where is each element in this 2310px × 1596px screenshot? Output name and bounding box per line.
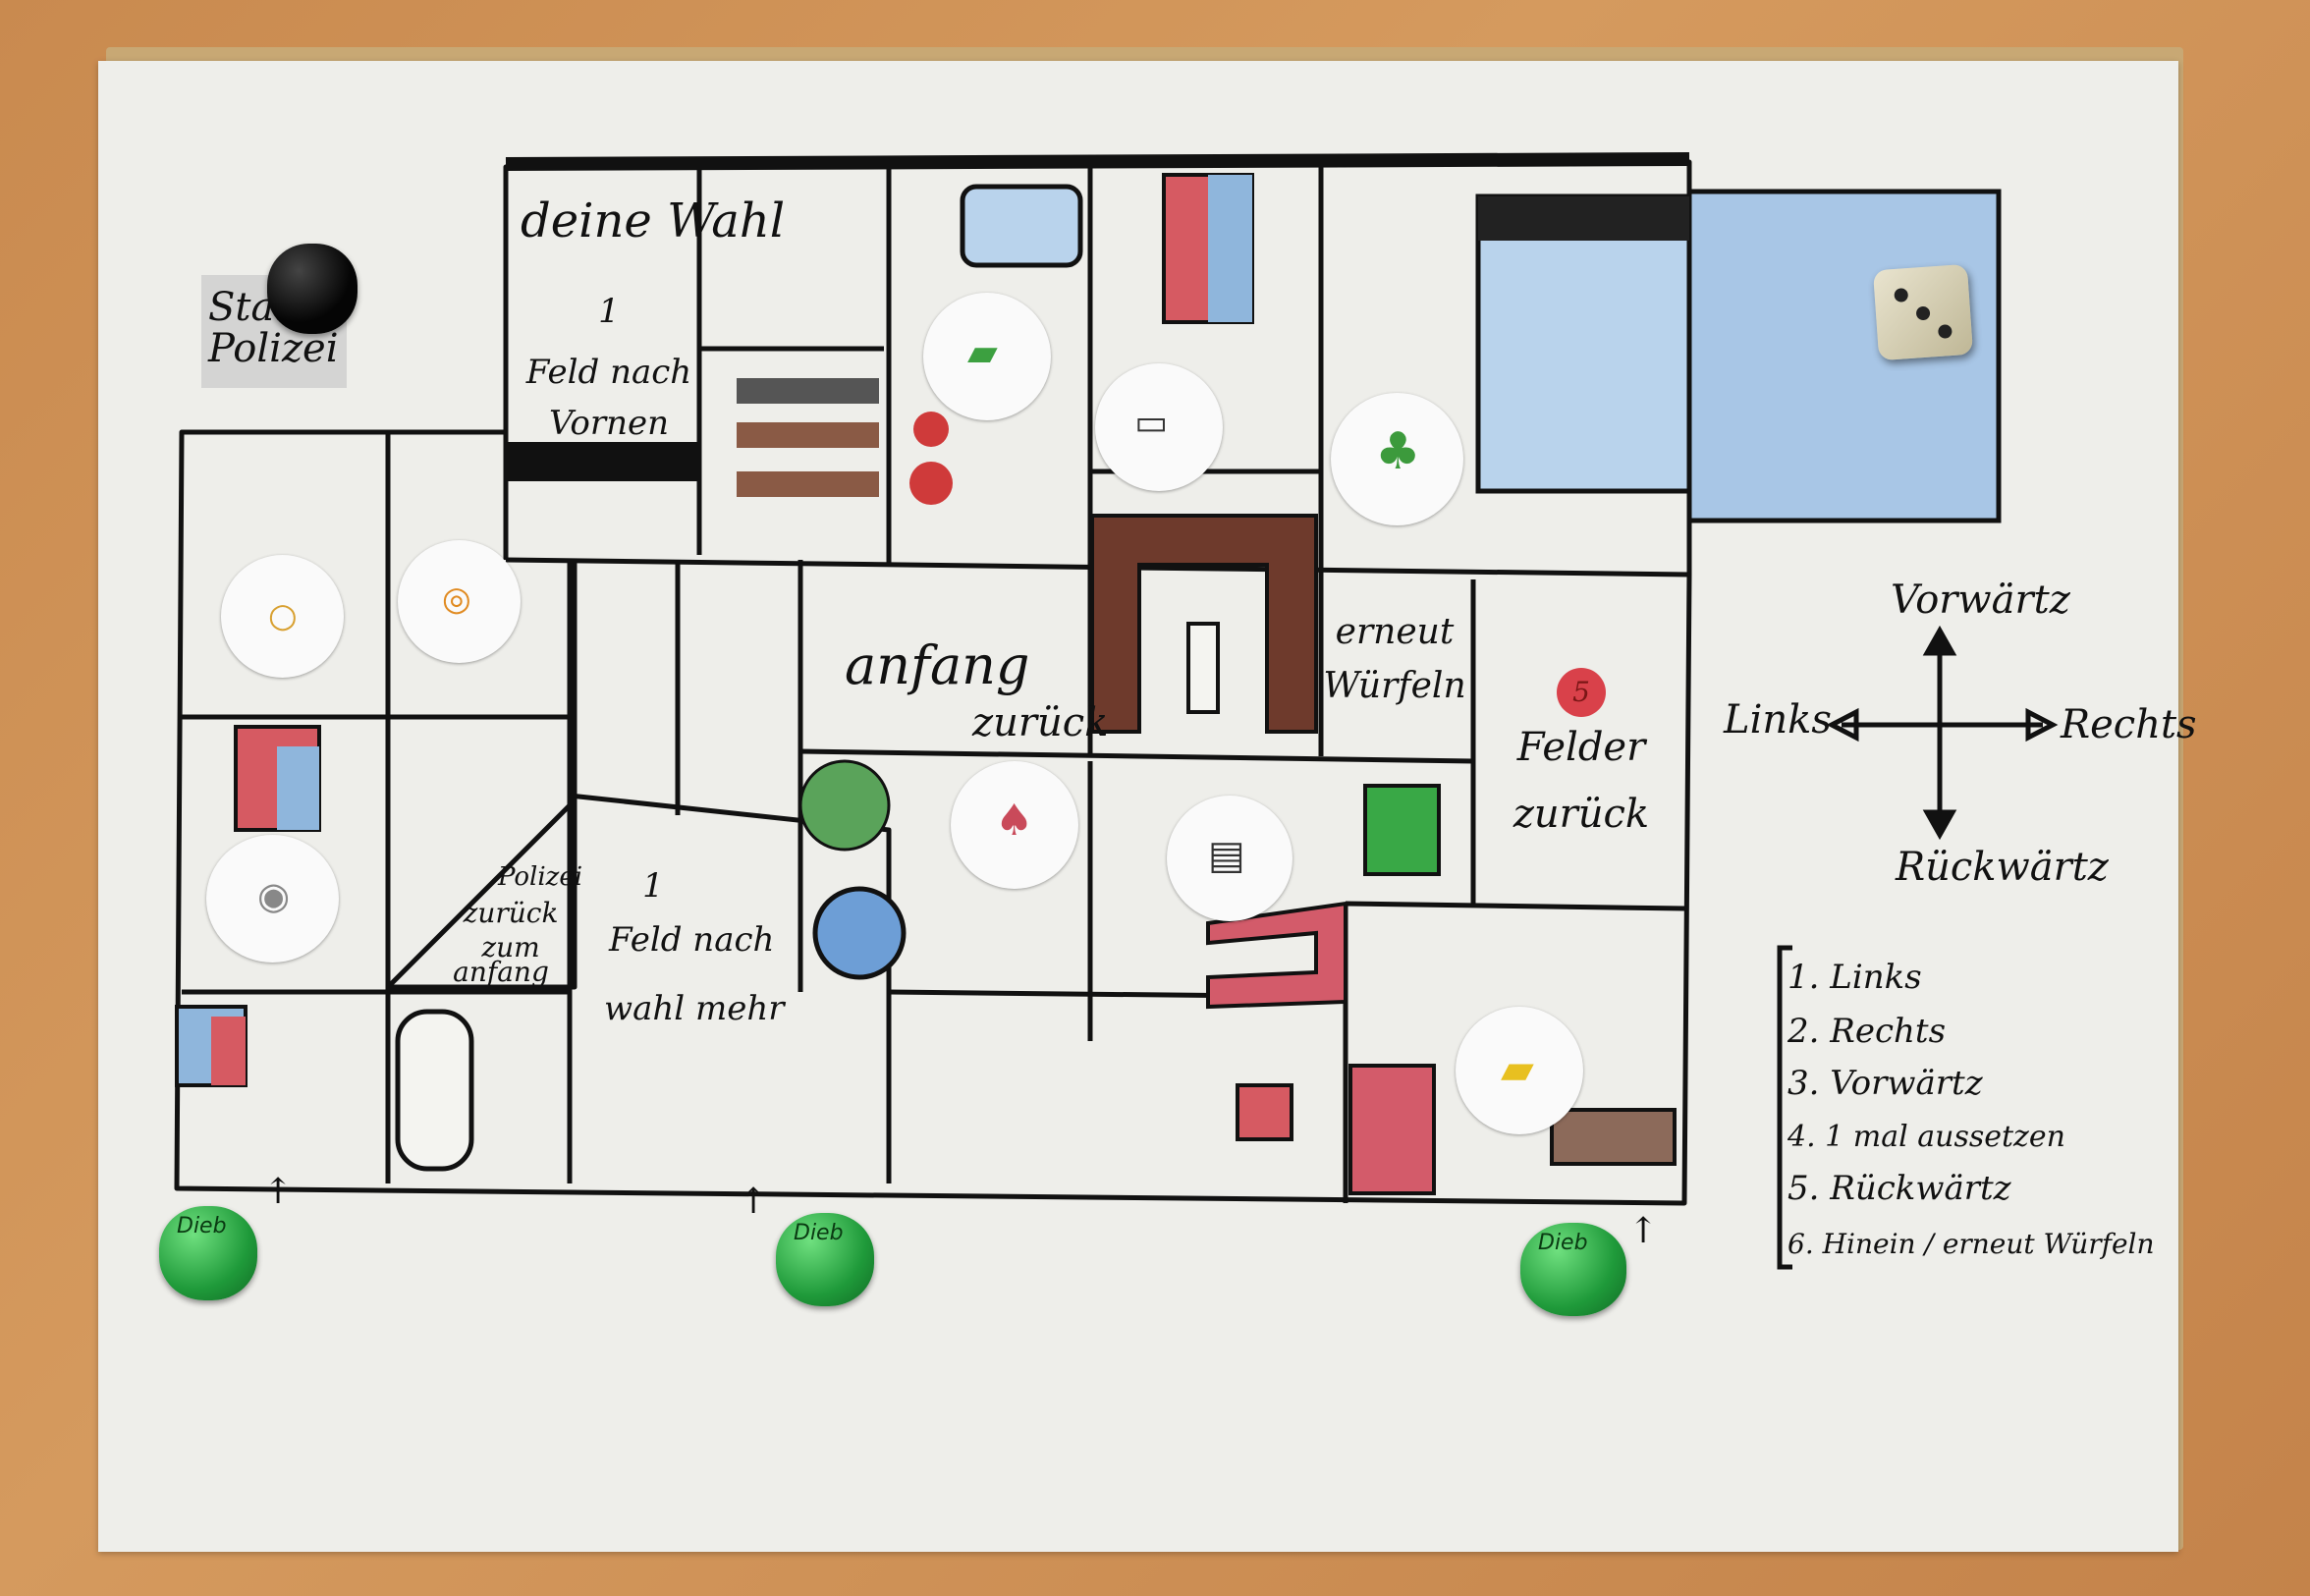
die-pip bbox=[1937, 324, 1952, 339]
thief-pawn[interactable]: Dieb bbox=[1520, 1223, 1626, 1316]
watch-token[interactable]: ◉ bbox=[206, 835, 339, 963]
felder-label: Felder bbox=[1516, 725, 1646, 770]
usb-stick-icon: ▭ bbox=[1134, 403, 1169, 443]
rings-icon: ◎ bbox=[442, 579, 471, 619]
legend-item: 1. Links bbox=[1788, 958, 1922, 997]
bathtub bbox=[960, 184, 1083, 268]
ring-icon: ○ bbox=[268, 596, 298, 635]
car bbox=[395, 1009, 474, 1172]
feld-nach-wahl-count: 1 bbox=[642, 866, 664, 906]
pool bbox=[1475, 189, 2002, 523]
fireplace bbox=[1090, 514, 1318, 734]
thief-pawn-label: Dieb bbox=[1538, 1231, 1588, 1255]
wuerfeln-label: Würfeln bbox=[1323, 666, 1466, 706]
compass-right-label: Rechts bbox=[2061, 702, 2197, 747]
deine-wahl-count: 1 bbox=[598, 292, 620, 331]
die-pip bbox=[1894, 288, 1909, 303]
anfang-label: anfang bbox=[845, 634, 1030, 696]
money-icon: ▰ bbox=[967, 330, 998, 375]
deine-wahl-label: deine Wahl bbox=[521, 193, 786, 248]
ring-token[interactable]: ○ bbox=[221, 555, 344, 678]
legend-item: 2. Rechts bbox=[1788, 1012, 1947, 1051]
feld-nach-wahl-line2: Feld nach bbox=[609, 920, 775, 960]
feld-nach-wahl-line3: wahl mehr bbox=[604, 989, 785, 1028]
compass-up-label: Vorwärtz bbox=[1891, 578, 2070, 623]
police-pawn[interactable] bbox=[267, 244, 358, 334]
felder-zurueck-label: zurück bbox=[1512, 792, 1650, 837]
plant-token[interactable]: ♣ bbox=[1331, 393, 1463, 525]
polizei-zurueck-line4: anfang bbox=[453, 956, 549, 988]
entry-arrow-icon: ↑ bbox=[1628, 1211, 1659, 1251]
gold-token[interactable]: ▰ bbox=[1456, 1007, 1583, 1134]
document-token[interactable]: ▤ bbox=[1167, 796, 1292, 921]
felder-zurueck-count: 5 bbox=[1557, 668, 1606, 717]
polizei-zurueck-line1: Polizei bbox=[497, 862, 583, 892]
die[interactable] bbox=[1872, 263, 1974, 361]
deine-wahl-line2: Feld nach bbox=[525, 353, 692, 392]
money-token[interactable]: ▰ bbox=[923, 293, 1051, 420]
perfume-icon: ♠ bbox=[995, 796, 1034, 846]
usb-token[interactable]: ▭ bbox=[1095, 363, 1223, 491]
watch-icon: ◉ bbox=[257, 874, 291, 917]
document-icon: ▤ bbox=[1208, 833, 1245, 878]
erneut-label: erneut bbox=[1335, 612, 1455, 652]
perfume-token[interactable]: ♠ bbox=[951, 761, 1078, 889]
zurueck-label: zurück bbox=[972, 700, 1109, 745]
entry-arrow-icon: ↑ bbox=[263, 1172, 294, 1212]
thief-pawn-label: Dieb bbox=[177, 1214, 227, 1238]
entry-arrow-icon: ↑ bbox=[739, 1182, 769, 1222]
compass-down-label: Rückwärtz bbox=[1896, 845, 2109, 890]
plant-icon: ♣ bbox=[1375, 422, 1421, 481]
polizei-zurueck-line3: zum bbox=[481, 931, 540, 963]
legend-item: 4. 1 mal aussetzen bbox=[1788, 1120, 2065, 1154]
legend-item: 5. Rückwärtz bbox=[1788, 1169, 2011, 1208]
polizei-zurueck-line2: zurück bbox=[463, 897, 559, 929]
thief-pawn[interactable]: Dieb bbox=[776, 1213, 874, 1306]
legend-item: 6. Hinein / erneut Würfeln bbox=[1788, 1228, 2155, 1260]
ring-token[interactable]: ◎ bbox=[398, 540, 521, 663]
deine-wahl-line3: Vornen bbox=[548, 404, 670, 443]
gold-bar-icon: ▰ bbox=[1501, 1044, 1534, 1094]
compass-arrows bbox=[1826, 625, 2059, 841]
thief-pawn[interactable]: Dieb bbox=[159, 1206, 257, 1300]
legend-item: 3. Vorwärtz bbox=[1788, 1064, 1983, 1103]
compass-left-label: Links bbox=[1724, 697, 1832, 743]
die-pip bbox=[1915, 305, 1931, 321]
thief-pawn-label: Dieb bbox=[794, 1221, 844, 1245]
